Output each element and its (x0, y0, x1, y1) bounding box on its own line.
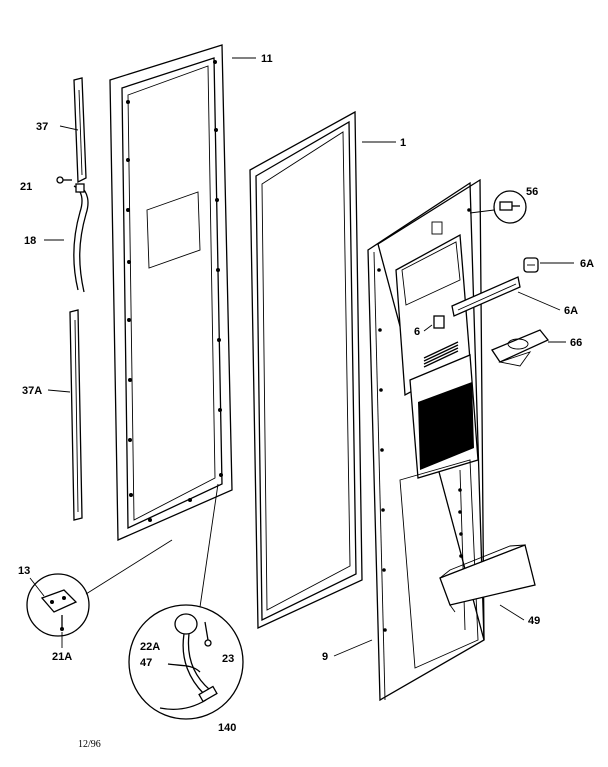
label-23: 23 (222, 653, 234, 665)
label-21: 21 (20, 181, 32, 193)
door-gasket (249, 110, 363, 630)
callout-labels: 11 1 37 21 18 37A 56 6A 6A 6 66 13 21A 2… (18, 53, 594, 750)
label-21A: 21A (52, 651, 72, 663)
label-56: 56 (526, 186, 538, 198)
label-6A-knob: 6A (580, 258, 594, 270)
inner-door-liner (367, 178, 485, 702)
label-22A: 22A (140, 641, 160, 653)
outer-door-panel (109, 44, 233, 541)
knob-part (523, 257, 539, 273)
handle-trim-upper (73, 77, 87, 184)
leader-lines (29, 57, 574, 657)
trim-bar (451, 276, 521, 317)
wiring-detail (128, 483, 244, 720)
label-6A-bar: 6A (564, 305, 578, 317)
screw-detail (469, 190, 527, 224)
handle (73, 183, 89, 293)
label-66: 66 (570, 337, 582, 349)
date-code: 12/96 (78, 739, 101, 750)
hinge-detail (26, 539, 173, 637)
label-37: 37 (36, 121, 48, 133)
label-140: 140 (218, 722, 236, 734)
label-11: 11 (261, 53, 273, 65)
label-1: 1 (400, 137, 406, 149)
dispenser-lever (491, 329, 550, 367)
label-6: 6 (414, 326, 420, 338)
clip-part (433, 315, 445, 329)
handle-trim-lower (69, 309, 83, 521)
label-49: 49 (528, 615, 540, 627)
panel-holes (126, 60, 223, 522)
label-37A: 37A (22, 385, 42, 397)
label-9: 9 (322, 651, 328, 663)
label-18: 18 (24, 235, 36, 247)
label-47: 47 (140, 657, 152, 669)
screw-21 (56, 176, 72, 184)
dispenser-grille (423, 341, 459, 368)
label-13: 13 (18, 565, 30, 577)
door-bin (439, 544, 536, 613)
